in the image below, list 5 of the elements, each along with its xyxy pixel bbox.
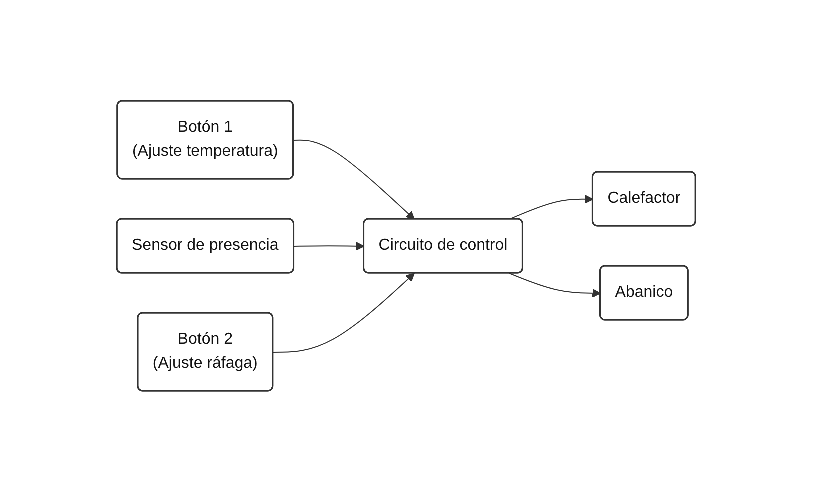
arrow (273, 273, 416, 353)
arrow (509, 195, 594, 220)
arrow (509, 273, 602, 298)
arrow (293, 140, 416, 220)
arrow (294, 242, 365, 251)
